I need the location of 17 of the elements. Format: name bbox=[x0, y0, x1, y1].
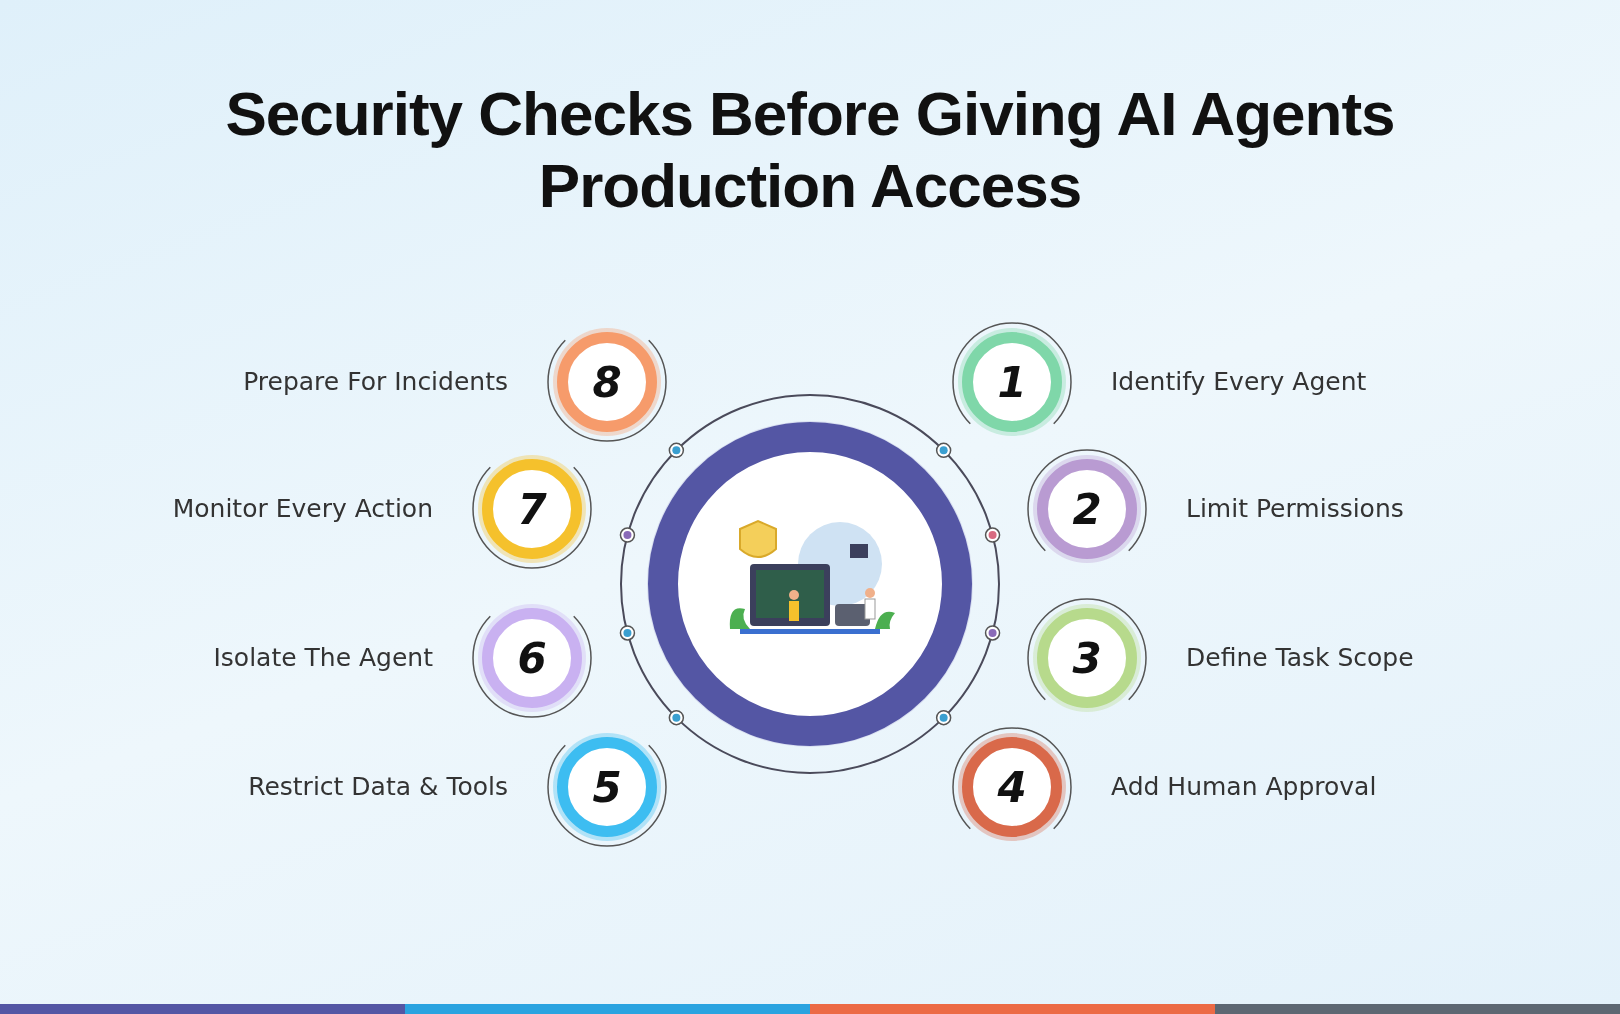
step-label: Limit Permissions bbox=[1186, 494, 1404, 524]
number-circle: 5 bbox=[557, 737, 657, 837]
number-circle: 7 bbox=[482, 459, 582, 559]
step-label: Identify Every Agent bbox=[1111, 367, 1367, 397]
number-circle: 1 bbox=[962, 332, 1062, 432]
step-label: Isolate The Agent bbox=[213, 643, 433, 673]
number-circle: 6 bbox=[482, 608, 582, 708]
title: Security Checks Before Giving AI Agents Production Access bbox=[224, 78, 1396, 222]
step-label: Add Human Approval bbox=[1111, 772, 1377, 802]
step-label: Define Task Scope bbox=[1186, 643, 1414, 673]
number-circle: 4 bbox=[962, 737, 1062, 837]
step-label: Prepare For Incidents bbox=[243, 367, 508, 397]
number-circle: 2 bbox=[1037, 459, 1137, 559]
number-circle: 3 bbox=[1037, 608, 1137, 708]
step-label: Restrict Data & Tools bbox=[248, 772, 508, 802]
step-label: Monitor Every Action bbox=[172, 494, 433, 524]
number-circle: 8 bbox=[557, 332, 657, 432]
